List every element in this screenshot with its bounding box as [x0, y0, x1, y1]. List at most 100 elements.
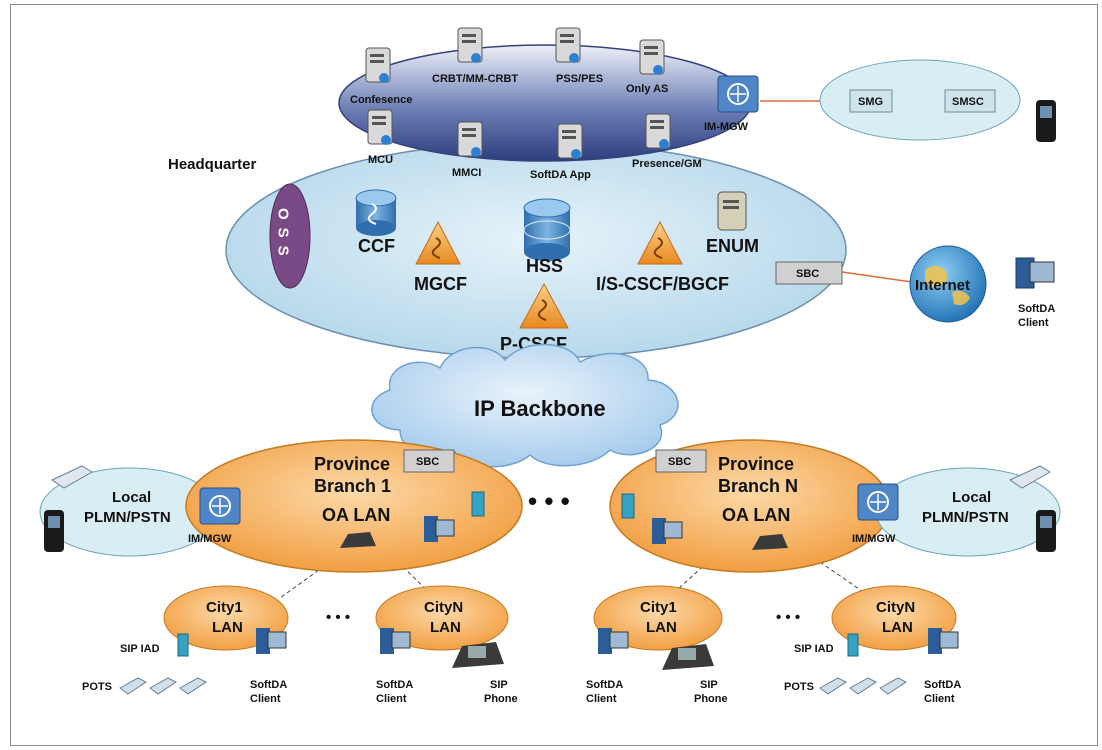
- softda-line1: SoftDA: [250, 679, 287, 691]
- oss-label: OSS: [275, 208, 292, 264]
- internet-label: Internet: [915, 277, 970, 294]
- as-presence-label: Presence/GM: [632, 158, 702, 170]
- ip-backbone-label: IP Backbone: [474, 396, 606, 421]
- province-branch-n: Province Branch N OA LAN SBC Local PLMN/…: [609, 439, 1061, 573]
- headquarter-zone: Headquarter: [168, 27, 847, 359]
- softda-line1: SoftDA: [376, 679, 413, 691]
- enum-label: ENUM: [706, 236, 759, 256]
- bN-title-line1: Province: [718, 454, 794, 474]
- hq-sbc-box: [775, 261, 843, 285]
- softda-line2: Client: [376, 693, 407, 705]
- city-line2: LAN: [646, 619, 677, 636]
- server-icon: [457, 27, 483, 63]
- sip-line2: Phone: [484, 693, 518, 705]
- link-sbc-internet: [841, 271, 913, 283]
- as-softda-label: SoftDA App: [530, 169, 591, 181]
- cities-ellipsis-left: • • •: [326, 609, 350, 626]
- pots-label: POTS: [784, 681, 814, 693]
- city-line1: City1: [640, 599, 677, 616]
- smg-box: [849, 89, 893, 113]
- smg-label: SMG: [858, 96, 883, 108]
- as-confesence-label: Confesence: [350, 94, 412, 106]
- server-icon: [555, 27, 581, 63]
- iad-icon: [847, 633, 859, 657]
- branches-ellipsis: • • •: [528, 486, 570, 516]
- b1-mgw-label: IM/MGW: [188, 533, 232, 545]
- softda-client-icon: [652, 518, 683, 544]
- softda-client-line1: SoftDA: [1018, 303, 1055, 315]
- hss-label: HSS: [526, 256, 563, 276]
- server-icon: [639, 39, 665, 75]
- as-mcu-label: MCU: [368, 154, 393, 166]
- icscf-label: I/S-CSCF/BGCF: [596, 274, 729, 294]
- pots-phones-icon: [819, 677, 907, 695]
- globe-icon: [909, 245, 987, 323]
- hq-title: Headquarter: [168, 156, 257, 173]
- hss-database-icon: [523, 198, 571, 261]
- sms-gateway-zone: SMG SMSC: [819, 59, 1056, 142]
- ip-phone-icon: [340, 532, 376, 548]
- cloud-shape: [371, 343, 679, 468]
- city-line2: LAN: [882, 619, 913, 636]
- city-ellipse: [831, 585, 957, 651]
- ccf-database-icon: [355, 189, 397, 236]
- bN-local-line1: Local: [952, 489, 991, 506]
- server-icon: [367, 109, 393, 145]
- city-line1: CityN: [424, 599, 463, 616]
- b1-lan-label: OA LAN: [322, 505, 390, 525]
- mobile-phone-icon: [1036, 100, 1056, 142]
- oss-shape: [269, 183, 311, 289]
- server-icon: [457, 121, 483, 157]
- icscf-triangle-icon: [637, 220, 683, 265]
- diagram-frame: [10, 4, 1098, 746]
- bN-sbc-label: SBC: [668, 456, 691, 468]
- b1-sbc-box: [403, 449, 455, 473]
- as-only-label: Only AS: [626, 83, 668, 95]
- mgw-icon: [199, 487, 241, 525]
- globe-land: [925, 266, 970, 306]
- b1-local-line1: Local: [112, 489, 151, 506]
- bN-lan-label: OA LAN: [722, 505, 790, 525]
- city-n-right: CityN LAN SIP IAD POTS SoftDA Client: [784, 585, 961, 705]
- sip-phone-icon: [452, 642, 504, 668]
- b1-local-line2: PLMN/PSTN: [84, 509, 171, 526]
- b1-sbc-label: SBC: [416, 456, 439, 468]
- city-1-left: City1 LAN SIP IAD POTS SoftDA Client: [82, 585, 289, 705]
- mgw-icon: [717, 75, 759, 113]
- pcscf-triangle-icon: [519, 282, 569, 329]
- as-mmci-label: MMCI: [452, 167, 481, 179]
- mgcf-label: MGCF: [414, 274, 467, 294]
- softda-client-icon: [256, 628, 287, 654]
- as-crbt-label: CRBT/MM-CRBT: [432, 73, 518, 85]
- sip-iad-label: SIP IAD: [120, 643, 160, 655]
- internet-zone: Internet SoftDA Client: [909, 245, 1055, 329]
- sip-line2: Phone: [694, 693, 728, 705]
- city-line1: City1: [206, 599, 243, 616]
- softda-line1: SoftDA: [586, 679, 623, 691]
- softda-client-icon: [424, 516, 455, 542]
- desk-phone-icon: [50, 465, 93, 489]
- sip-line1: SIP: [700, 679, 718, 691]
- mgw-icon: [857, 483, 899, 521]
- server-icon: [645, 113, 671, 149]
- province-branch-1: Local PLMN/PSTN Province Branch 1 OA LAN…: [39, 439, 523, 573]
- pots-phones-icon: [119, 677, 207, 695]
- mobile-phone-icon: [1036, 510, 1056, 552]
- bN-sbc-box: [655, 449, 707, 473]
- smsc-box: [944, 89, 996, 113]
- hq-sbc-label: SBC: [796, 268, 819, 280]
- smsc-label: SMSC: [952, 96, 984, 108]
- server-icon: [365, 47, 391, 83]
- iad-icon: [177, 633, 189, 657]
- bN-local-line2: PLMN/PSTN: [922, 509, 1009, 526]
- b1-title-line2: Branch 1: [314, 476, 391, 496]
- city-n-left: CityN LAN SoftDA Client SIP Phone: [375, 585, 518, 705]
- city-line1: CityN: [876, 599, 915, 616]
- mobile-phone-icon: [44, 510, 64, 552]
- iad-icon: [621, 493, 635, 519]
- ip-phone-icon: [752, 534, 788, 550]
- softda-client-icon: [928, 628, 959, 654]
- cities-ellipsis-right: • • •: [776, 609, 800, 626]
- sip-iad-label: SIP IAD: [794, 643, 834, 655]
